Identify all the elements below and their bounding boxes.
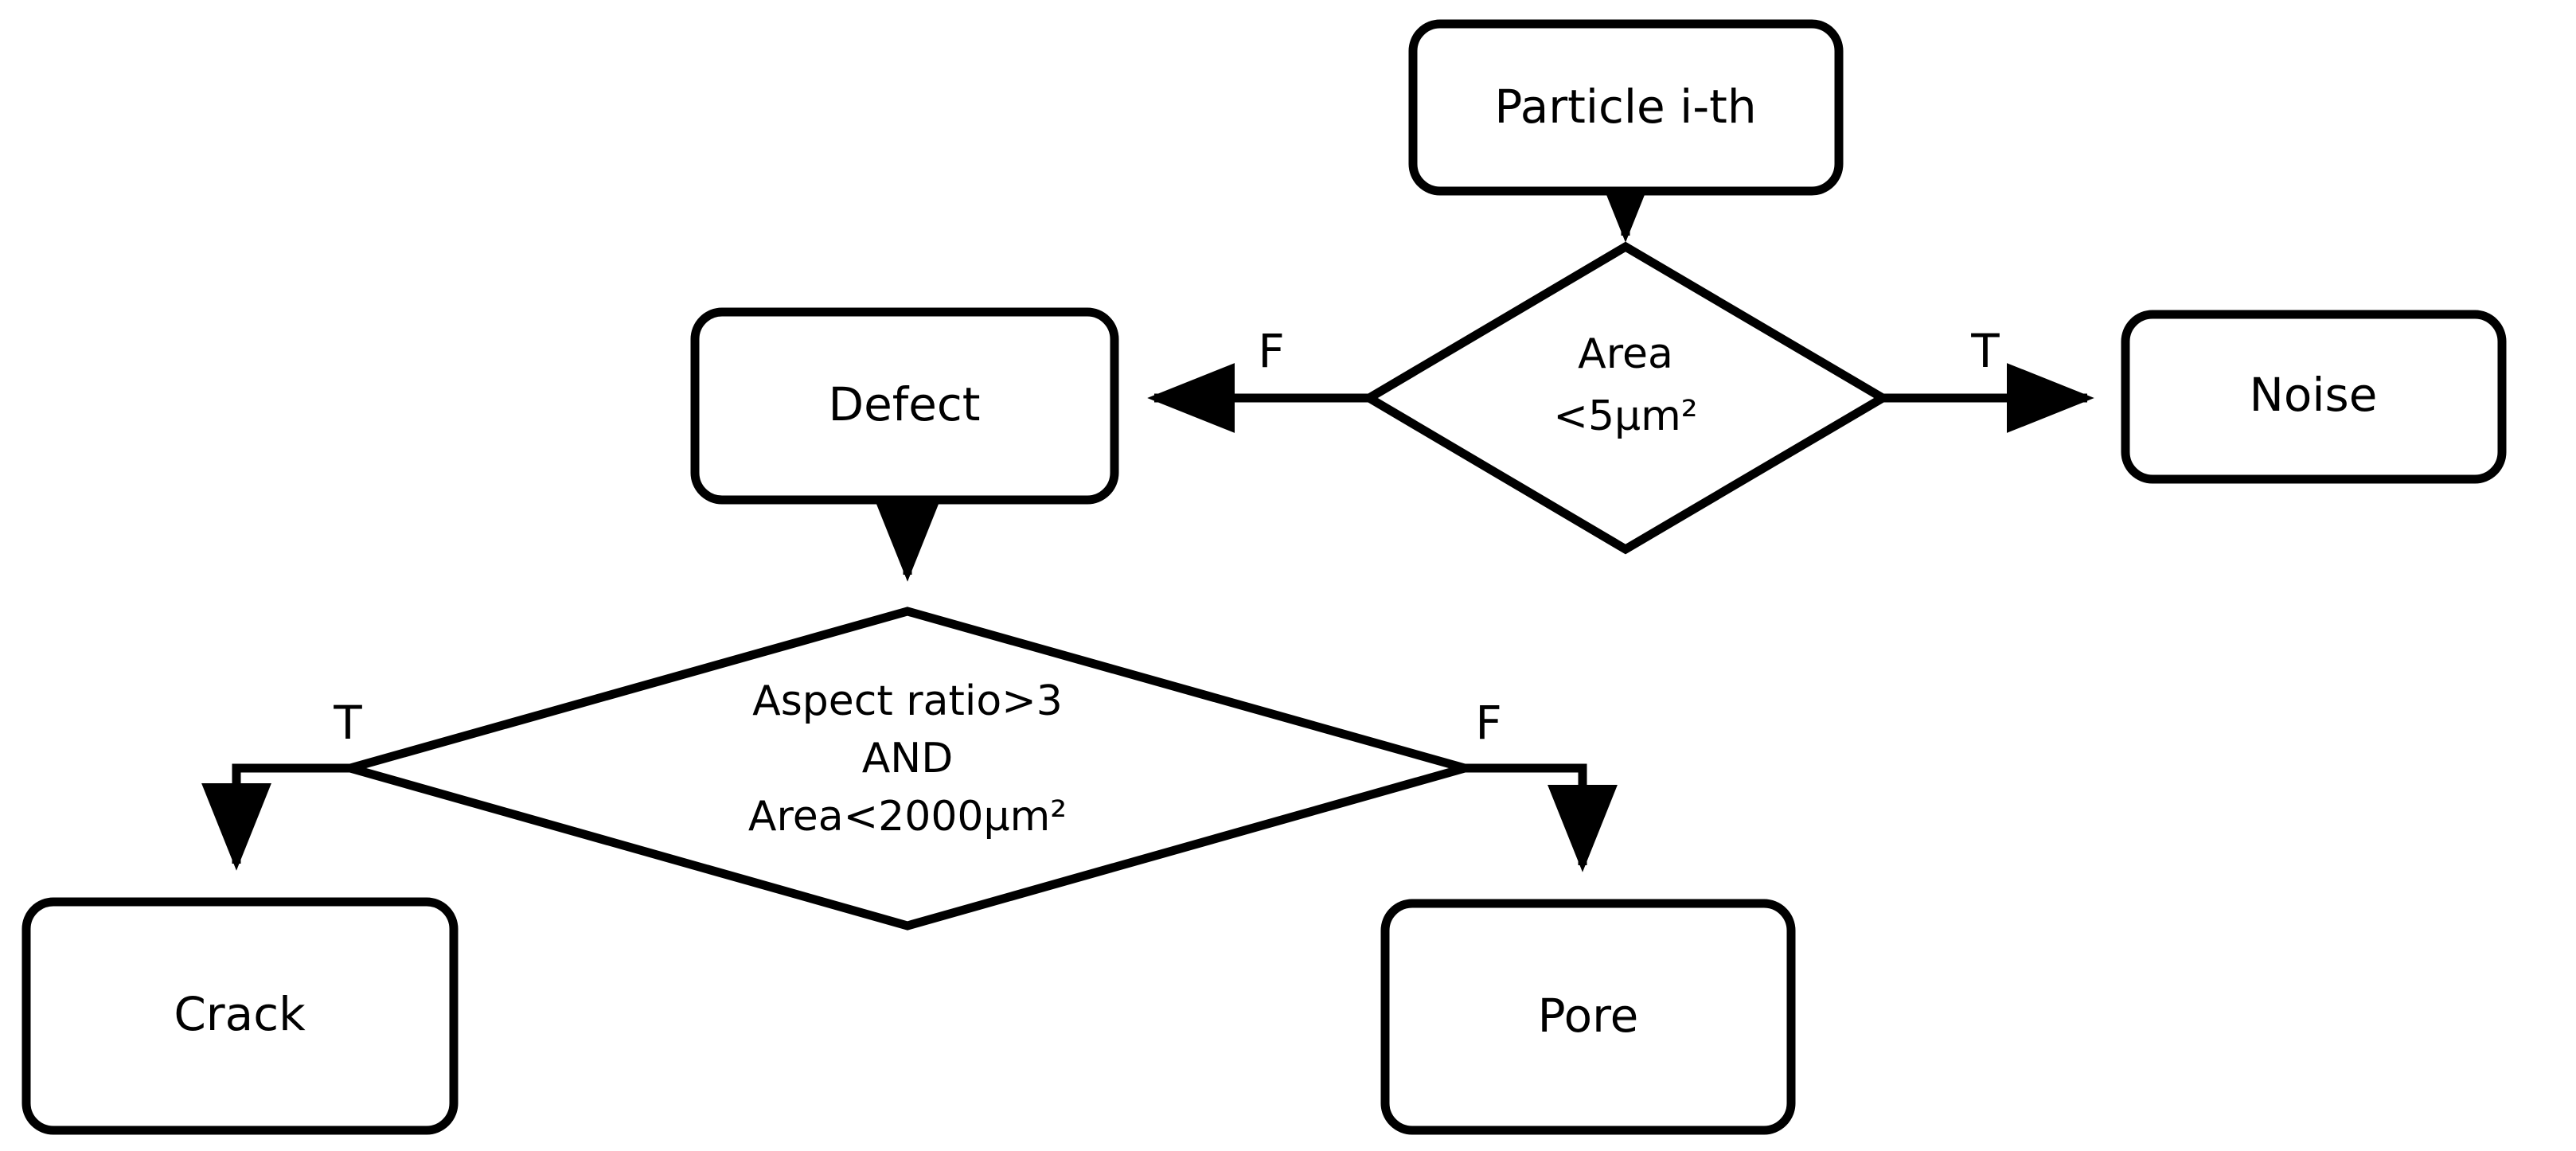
edge-label-shape-true: T	[333, 696, 362, 750]
shape-decision-line2: AND	[862, 735, 954, 782]
defect-box[interactable]	[690, 307, 1119, 505]
node-noise[interactable]: Noise	[2121, 310, 2507, 484]
node-shape-decision[interactable]: Aspect ratio>3 AND Area<2000μm²	[334, 607, 1481, 931]
particle-i-th-label: Particle i-th	[1494, 80, 1756, 134]
particle-i-th-box[interactable]	[1408, 19, 1844, 196]
area-decision-diamond[interactable]	[1360, 241, 1891, 555]
shape-decision-line3: Area<2000μm²	[748, 793, 1067, 841]
edge-shape-decision-false-to-pore: F	[1465, 696, 1618, 872]
area-decision-line2: <5μm²	[1553, 392, 1697, 440]
edge-area-decision-false-to-defect: F	[1147, 324, 1369, 433]
edge-area-decision-true-to-noise: T	[1883, 324, 2094, 433]
node-crack[interactable]: Crack	[21, 897, 459, 1135]
node-pore[interactable]: Pore	[1380, 899, 1796, 1135]
pore-box[interactable]	[1380, 899, 1796, 1135]
node-area-decision[interactable]: Area <5μm²	[1360, 241, 1891, 555]
noise-box[interactable]	[2121, 310, 2507, 484]
edge-label-area-false: F	[1258, 324, 1284, 378]
node-defect[interactable]: Defect	[690, 307, 1119, 505]
node-particle-i-th[interactable]: Particle i-th	[1408, 19, 1844, 196]
crack-box[interactable]	[21, 897, 459, 1135]
edge-label-area-true: T	[1970, 324, 2000, 378]
area-decision-line1: Area	[1578, 330, 1673, 378]
noise-label: Noise	[2250, 368, 2378, 422]
edge-shape-decision-true-to-crack: T	[201, 696, 362, 871]
shape-decision-line1: Aspect ratio>3	[752, 677, 1063, 725]
edge-label-shape-false: F	[1475, 696, 1501, 750]
crack-label: Crack	[174, 987, 306, 1041]
shape-decision-diamond[interactable]	[334, 607, 1481, 931]
pore-label: Pore	[1538, 989, 1639, 1043]
defect-label: Defect	[828, 377, 980, 431]
